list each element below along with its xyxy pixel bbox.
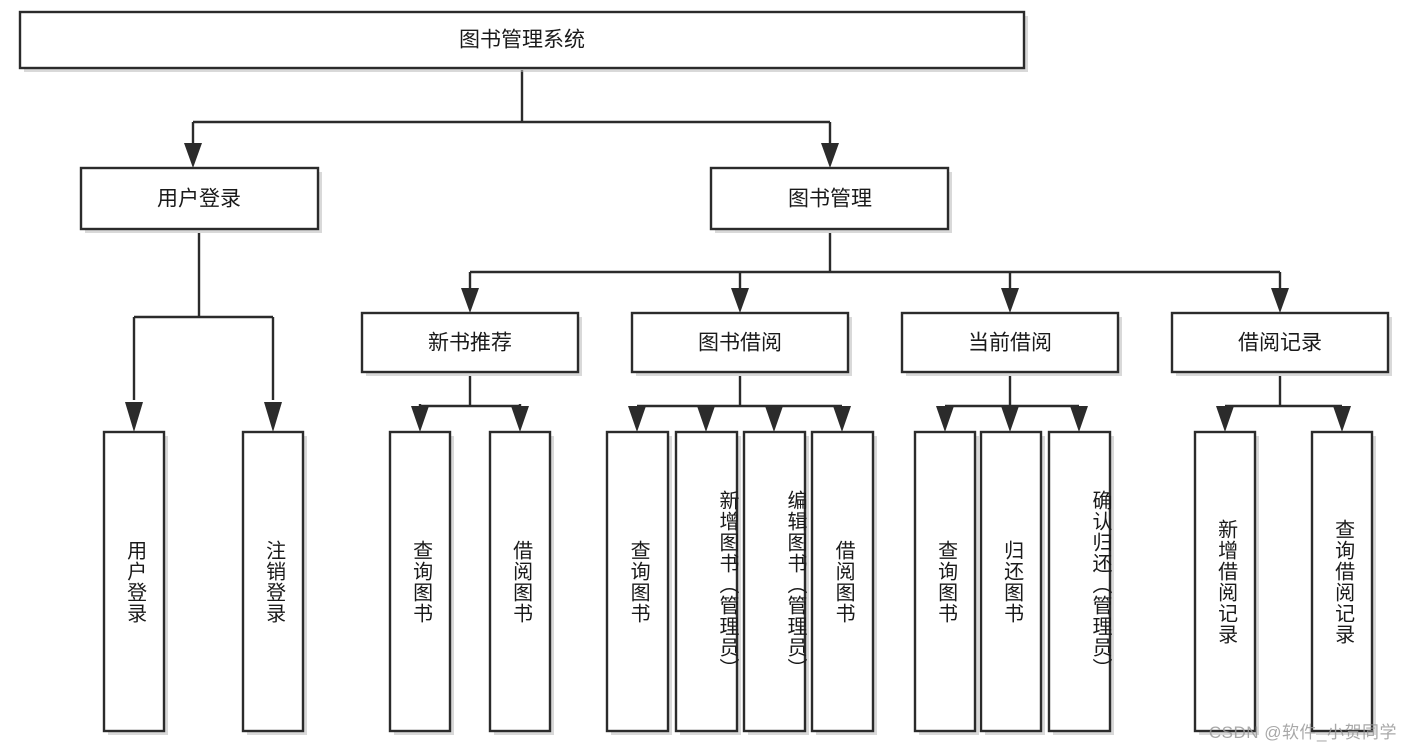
leaf-query-book-3-rect[interactable]	[913, 430, 977, 733]
leaf-return-book-rect[interactable]	[979, 430, 1043, 733]
arrowhead-leaf-confirm-return	[1070, 406, 1088, 432]
node-book-manage[interactable]: 图书管理	[709, 166, 952, 233]
leaf-edit-book-rect[interactable]	[742, 430, 807, 733]
arrowhead-leaf-return-book	[1001, 406, 1019, 432]
node-borrow-record-rect[interactable]	[1170, 311, 1390, 374]
node-book-manage-label: 图书管理	[788, 188, 872, 211]
arrowhead-leaf-query-book-3	[936, 406, 954, 432]
arrowhead-leaf-user-login	[125, 402, 143, 432]
arrowhead-leaf-edit-book	[765, 406, 783, 432]
node-borrow-record-label: 借阅记录	[1238, 332, 1322, 355]
arrowhead-borrow-record	[1271, 288, 1289, 313]
connector-group	[125, 70, 1351, 432]
arrowhead-book-borrow	[731, 288, 749, 313]
arrowhead-userlogin	[184, 143, 202, 168]
node-root[interactable]: 图书管理系统	[18, 10, 1028, 72]
leaf-borrow-book-1-rect[interactable]	[488, 430, 552, 733]
leaf-query-book-2-rect[interactable]	[605, 430, 670, 733]
arrowhead-leaf-query-record	[1333, 406, 1351, 432]
arrowhead-bookmanage	[821, 143, 839, 168]
node-book-borrow-rect[interactable]	[630, 311, 850, 374]
leaf-borrow-book-2-rect[interactable]	[810, 430, 875, 733]
arrowhead-current-borrow	[1001, 288, 1019, 313]
node-book-borrow[interactable]: 图书借阅	[630, 311, 852, 376]
node-book-manage-rect[interactable]	[709, 166, 950, 231]
arrowhead-leaf-add-book	[697, 406, 715, 432]
node-book-borrow-label: 图书借阅	[698, 332, 782, 355]
node-new-book-recommend-label: 新书推荐	[428, 332, 512, 355]
leaf-query-book-1-rect[interactable]	[388, 430, 452, 733]
node-current-borrow[interactable]: 当前借阅	[900, 311, 1122, 376]
arrowhead-leaf-query-book-1	[411, 406, 429, 432]
leaf-add-record-rect[interactable]	[1193, 430, 1257, 733]
node-current-borrow-rect[interactable]	[900, 311, 1120, 374]
node-new-book-recommend-rect[interactable]	[360, 311, 580, 374]
leaf-user-login-rect[interactable]	[102, 430, 166, 733]
leaf-query-record-rect[interactable]	[1310, 430, 1374, 733]
node-root-rect[interactable]	[18, 10, 1026, 70]
node-user-login[interactable]: 用户登录	[79, 166, 322, 233]
node-new-book-recommend[interactable]: 新书推荐	[360, 311, 582, 376]
leaf-confirm-return-rect[interactable]	[1047, 430, 1112, 733]
node-borrow-record[interactable]: 借阅记录	[1170, 311, 1392, 376]
leaf-rect-group	[102, 430, 1376, 735]
leaf-logout-login-rect[interactable]	[241, 430, 305, 733]
arrowhead-new-book-recommend	[461, 288, 479, 313]
node-user-login-label: 用户登录	[157, 188, 241, 211]
arrowhead-leaf-borrow-book-1	[511, 406, 529, 432]
arrowhead-leaf-borrow-book-2	[833, 406, 851, 432]
leaf-add-book-rect[interactable]	[674, 430, 739, 733]
node-user-login-rect[interactable]	[79, 166, 320, 231]
arrowhead-leaf-query-book-2	[628, 406, 646, 432]
arrowhead-leaf-add-record	[1216, 406, 1234, 432]
node-current-borrow-label: 当前借阅	[968, 332, 1052, 355]
arrowhead-leaf-logout-login	[264, 402, 282, 432]
node-root-label: 图书管理系统	[459, 29, 585, 52]
csdn-watermark: CSDN @软件_小贺同学	[1208, 723, 1397, 742]
